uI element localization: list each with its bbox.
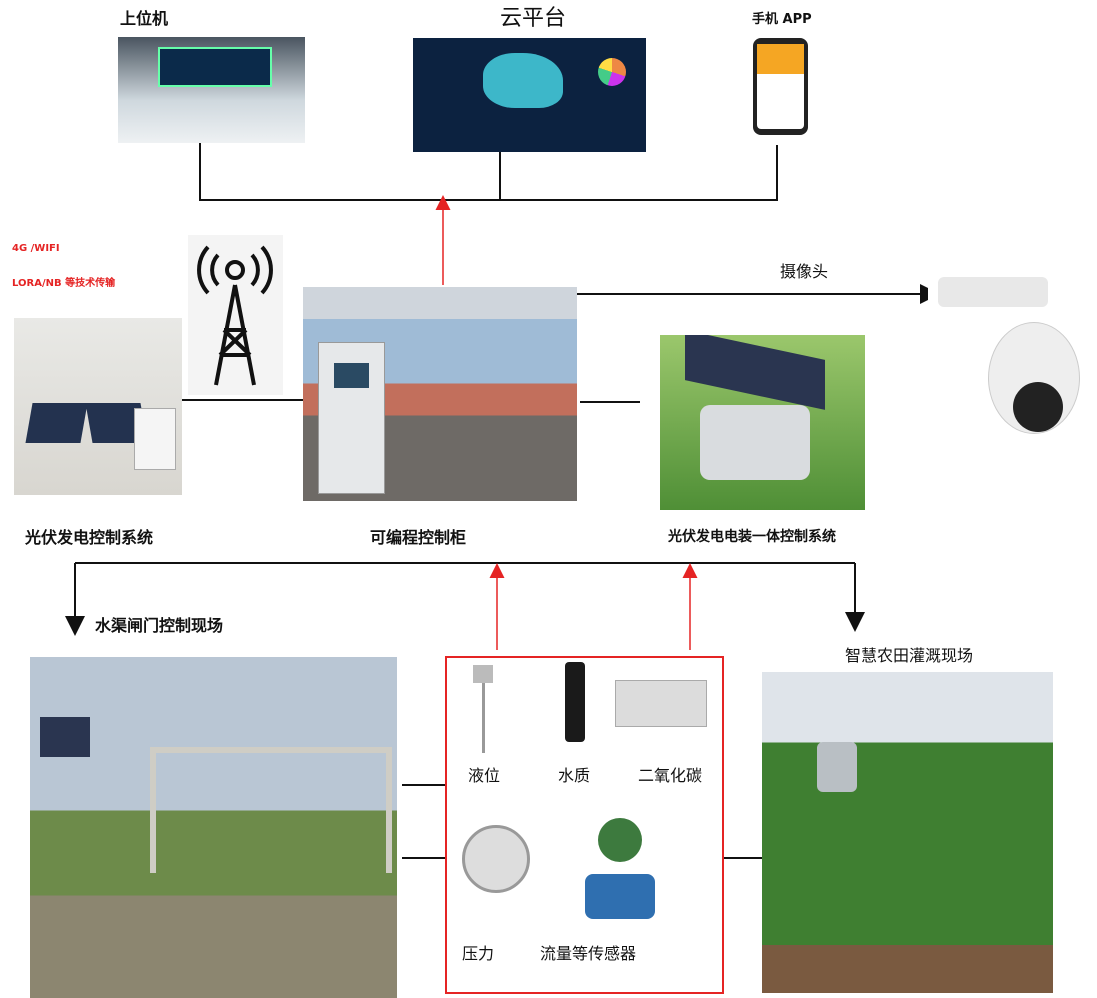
flow-sensor-icon (580, 818, 660, 928)
programmable-cabinet-image (303, 287, 577, 501)
cloud-dashboard-image (413, 38, 646, 152)
pv-integrated-label: 光伏发电电装一体控制系统 (668, 529, 836, 545)
app-label: 手机 APP (752, 12, 812, 27)
sensor-pressure-label: 压力 (462, 944, 495, 963)
canal-label: 水渠闸门控制现场 (95, 616, 224, 635)
sensor-water-quality-label: 水质 (558, 766, 591, 785)
transport-line1: 4G /WIFI (12, 243, 60, 254)
camera-image (928, 262, 1090, 445)
mobile-app-image (753, 38, 808, 135)
pressure-sensor-icon (462, 825, 530, 893)
farm-irrigation-image (762, 672, 1053, 993)
farm-label: 智慧农田灌溉现场 (845, 646, 974, 665)
pv-integrated-device-image (660, 335, 865, 510)
camera-label: 摄像头 (780, 262, 829, 281)
sensor-co2-label: 二氧化碳 (638, 766, 703, 785)
signal-tower-icon (188, 235, 283, 395)
host-label: 上位机 (120, 9, 169, 28)
level-sensor-icon (468, 665, 498, 755)
cabinet-label: 可编程控制柜 (370, 528, 467, 547)
pv-control-system-image (14, 318, 182, 495)
co2-sensor-icon (615, 680, 707, 727)
cloud-label: 云平台 (500, 6, 567, 31)
transport-line2: LORA/NB 等技术传输 (12, 278, 116, 289)
host-control-room-image (118, 37, 305, 143)
pv-control-label: 光伏发电控制系统 (25, 528, 154, 547)
water-quality-sensor-icon (565, 662, 585, 742)
sensor-flow-label: 流量等传感器 (540, 944, 637, 963)
sensor-level-label: 液位 (468, 766, 501, 785)
canal-gate-image (30, 657, 397, 998)
